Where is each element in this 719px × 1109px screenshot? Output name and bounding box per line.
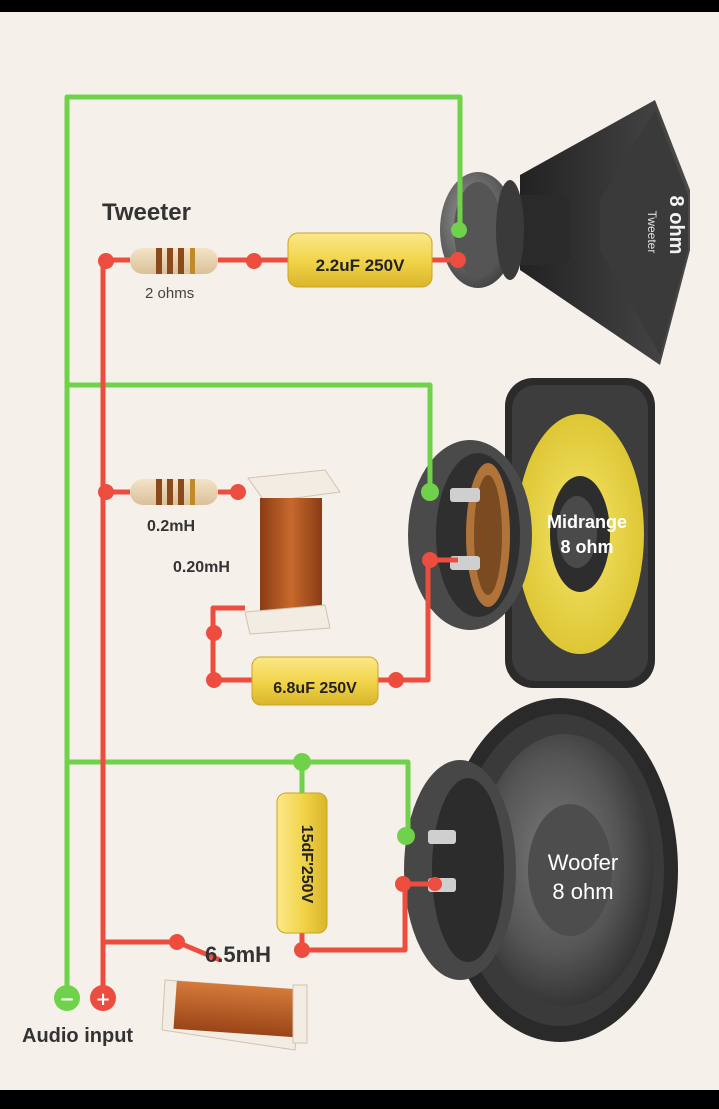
woofer-capacitor <box>276 792 328 934</box>
negative-junctions <box>293 222 467 845</box>
midrange-inductor-label: 0.20mH <box>173 559 230 576</box>
tweeter-resistor-label: 2 ohms <box>145 285 194 302</box>
audio-input-negative-terminal[interactable]: − <box>54 985 80 1011</box>
midrange-capacitor <box>251 656 379 706</box>
midrange-rating-label: 8 ohm <box>560 537 613 557</box>
tweeter-brand-label: Tweeter <box>645 211 659 254</box>
midrange-name-label: Midrange <box>547 512 627 532</box>
midrange-inductor <box>244 469 341 635</box>
woofer-inductor-label: 6.5mH <box>205 942 271 967</box>
woofer-name-label: Woofer <box>548 850 619 875</box>
woofer-rating-label: 8 ohm <box>552 879 613 904</box>
negative-symbol: − <box>59 989 74 1010</box>
tweeter-rating-label: 8 ohm <box>665 196 687 255</box>
midrange-capacitor-label: 6.8uF 250V <box>273 680 357 697</box>
positive-junctions <box>98 252 466 958</box>
woofer-speaker: Woofer 8 ohm <box>404 698 678 1042</box>
midrange-resistor-label: 0.2mH <box>147 518 195 535</box>
tweeter-resistor <box>130 248 218 274</box>
tweeter-capacitor-label: 2.2uF 250V <box>316 256 405 275</box>
audio-input-label: Audio input <box>22 1025 133 1047</box>
tweeter-capacitor <box>287 232 433 288</box>
tweeter-speaker: 8 ohm Tweeter <box>440 100 690 365</box>
woofer-capacitor-label: 15dF'250V <box>298 825 315 904</box>
midrange-speaker: Midrange 8 ohm <box>408 378 655 688</box>
positive-symbol: + <box>95 989 110 1010</box>
audio-input-positive-terminal[interactable]: + <box>90 985 116 1011</box>
midrange-resistor <box>130 479 218 505</box>
woofer-inductor <box>161 979 308 1051</box>
tweeter-title: Tweeter <box>102 199 191 226</box>
